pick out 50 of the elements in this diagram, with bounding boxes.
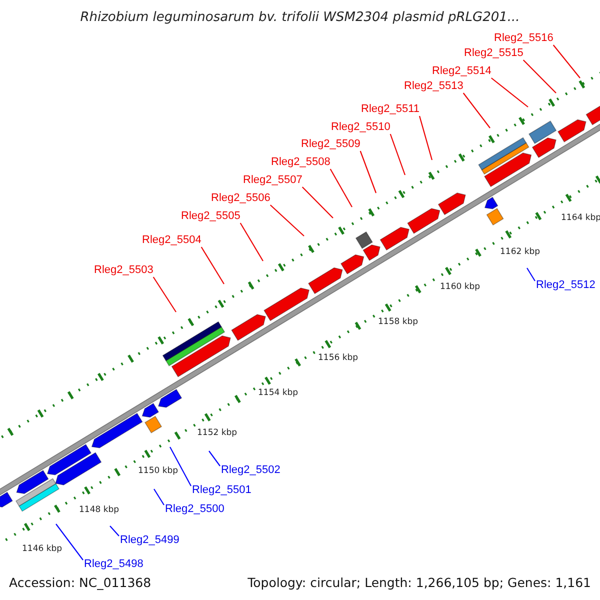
gene-label: Rleg2_5513 [404, 80, 464, 93]
leader-line [200, 246, 224, 284]
leader-line [110, 526, 120, 536]
leader-line [390, 134, 406, 176]
gene-label: Rleg2_5510 [331, 121, 390, 134]
leader-line [462, 92, 490, 128]
gene-label: Rleg2_5512 [536, 279, 596, 292]
scale-label: 1160 kbp [440, 282, 480, 292]
gene-label: Rleg2_5507 [243, 174, 302, 187]
gene-label: Rleg2_5503 [94, 264, 154, 277]
scale-label: 1154 kbp [258, 388, 298, 398]
gene-label: Rleg2_5511 [361, 103, 420, 116]
gene-label: Rleg2_5516 [494, 32, 554, 45]
scale-label: 1146 kbp [22, 544, 62, 554]
gene-label: Rleg2_5505 [181, 210, 240, 223]
leader-line [491, 78, 528, 108]
gene-label: Rleg2_5508 [271, 156, 330, 169]
scale-label: 1156 kbp [318, 353, 358, 363]
leader-line [270, 204, 304, 236]
leader-line [522, 60, 556, 94]
leader-line [170, 446, 192, 486]
gene-label: Rleg2_5509 [301, 138, 360, 151]
leader-line [360, 150, 377, 194]
scale-label: 1150 kbp [138, 466, 178, 476]
scale-label: 1152 kbp [197, 428, 238, 438]
leader-line [208, 450, 220, 466]
gene-label: Rleg2_5506 [211, 192, 270, 205]
leader-line [330, 168, 352, 208]
leader-line [152, 276, 176, 312]
map-title: Rhizobium leguminosarum bv. trifolii WSM2304 plasmid pRLG201... [79, 10, 521, 25]
gene-label: Rleg2_5501 [192, 484, 252, 497]
accession-text: Accession: NC_011368 [9, 575, 152, 590]
leader-line [240, 222, 264, 262]
leader-line [56, 524, 84, 560]
gene-label: Rleg2_5500 [165, 503, 224, 516]
summary-text: Topology: circular; Length: 1,266,105 bp; Genes: 1,161 [248, 575, 591, 590]
gene-label: Rleg2_5504 [142, 234, 202, 247]
gene-label: Rleg2_5514 [432, 65, 492, 78]
leader-line [552, 44, 580, 78]
scale-label: 1148 kbp [79, 505, 120, 515]
gene-label: Rleg2_5515 [464, 47, 524, 60]
leader-line [418, 116, 433, 160]
gene-label: Rleg2_5502 [221, 464, 280, 477]
scale-label: 1162 kbp [500, 247, 540, 257]
leader-line [526, 268, 536, 282]
gene-label: Rleg2_5499 [120, 534, 180, 547]
scale-label: 1158 kbp [378, 317, 418, 327]
gene-label: Rleg2_5498 [84, 558, 144, 571]
leader-line [154, 488, 164, 506]
leader-line [302, 186, 334, 218]
